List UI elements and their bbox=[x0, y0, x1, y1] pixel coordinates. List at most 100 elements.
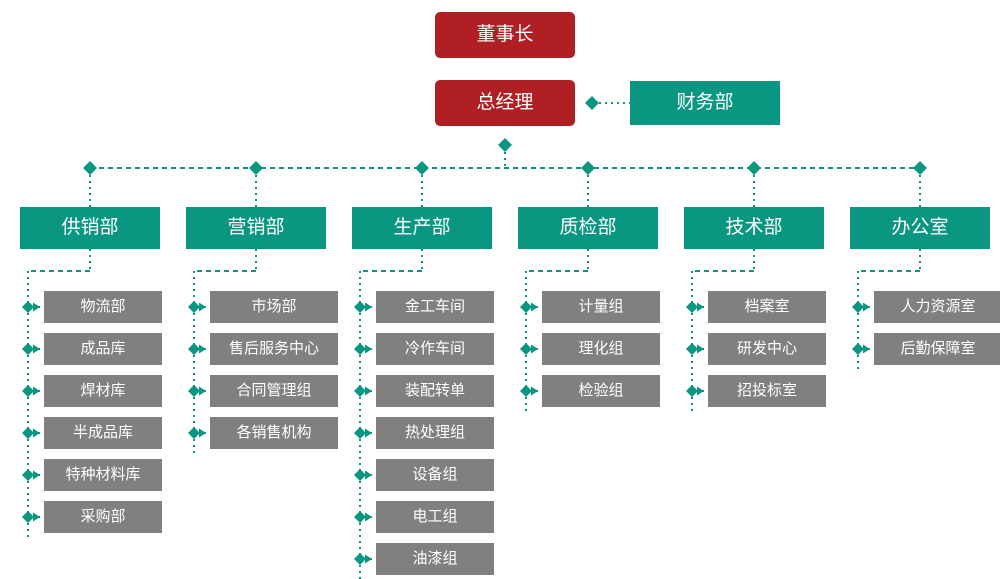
connector-node-unit-production-1 bbox=[354, 343, 366, 355]
connector-node-gm-bus bbox=[498, 138, 512, 152]
node-unit-production-6[interactable]: 油漆组 bbox=[376, 543, 494, 575]
node-label: 各销售机构 bbox=[236, 423, 312, 441]
node-label: 油漆组 bbox=[412, 549, 458, 567]
connector-arrowhead-marketing-3 bbox=[199, 428, 206, 438]
connector-arrowhead-supply-sales-5 bbox=[33, 512, 40, 522]
node-department-supply-sales[interactable]: 供销部 bbox=[20, 207, 160, 249]
node-unit-production-1[interactable]: 冷作车间 bbox=[376, 333, 494, 365]
node-label: 热处理组 bbox=[404, 423, 465, 441]
node-label: 物流部 bbox=[80, 297, 126, 315]
connector-node-unit-supply-sales-5 bbox=[22, 511, 34, 523]
node-unit-quality-inspection-0[interactable]: 计量组 bbox=[542, 291, 660, 323]
node-finance-department[interactable]: 财务部 bbox=[630, 81, 780, 125]
node-unit-marketing-0[interactable]: 市场部 bbox=[210, 291, 338, 323]
node-unit-marketing-1[interactable]: 售后服务中心 bbox=[210, 333, 338, 365]
connector-arrowhead-quality-inspection-0 bbox=[531, 302, 538, 312]
connector-arrowhead-supply-sales-4 bbox=[33, 470, 40, 480]
node-label: 理化组 bbox=[578, 339, 624, 357]
node-department-office[interactable]: 办公室 bbox=[850, 207, 990, 249]
node-unit-office-1[interactable]: 后勤保障室 bbox=[874, 333, 1000, 365]
connector-node-gm-finance bbox=[585, 96, 599, 110]
connector-node-unit-marketing-2 bbox=[188, 385, 200, 397]
node-unit-technology-2[interactable]: 招投标室 bbox=[708, 375, 826, 407]
node-unit-supply-sales-4[interactable]: 特种材料库 bbox=[44, 459, 162, 491]
node-unit-technology-0[interactable]: 档案室 bbox=[708, 291, 826, 323]
node-unit-marketing-2[interactable]: 合同管理组 bbox=[210, 375, 338, 407]
connector-node-unit-supply-sales-1 bbox=[22, 343, 34, 355]
node-unit-production-3[interactable]: 热处理组 bbox=[376, 417, 494, 449]
connector-arrowhead-supply-sales-3 bbox=[33, 428, 40, 438]
node-unit-production-5[interactable]: 电工组 bbox=[376, 501, 494, 533]
node-label: 金工车间 bbox=[404, 297, 465, 315]
node-unit-quality-inspection-2[interactable]: 检验组 bbox=[542, 375, 660, 407]
node-label: 研发中心 bbox=[736, 339, 797, 357]
connector-arrowhead-quality-inspection-2 bbox=[531, 386, 538, 396]
connector-node-dept-quality-inspection bbox=[581, 161, 595, 175]
node-department-quality-inspection[interactable]: 质检部 bbox=[518, 207, 658, 249]
node-label: 合同管理组 bbox=[236, 381, 312, 399]
node-unit-production-2[interactable]: 装配转单 bbox=[376, 375, 494, 407]
connector-node-dept-supply-sales bbox=[83, 161, 97, 175]
connector-arrowhead-technology-0 bbox=[697, 302, 704, 312]
node-label: 财务部 bbox=[676, 91, 734, 113]
node-unit-quality-inspection-1[interactable]: 理化组 bbox=[542, 333, 660, 365]
connector-arrowhead-technology-1 bbox=[697, 344, 704, 354]
node-chairman[interactable]: 董事长 bbox=[435, 12, 575, 58]
connector-node-unit-supply-sales-2 bbox=[22, 385, 34, 397]
node-label: 售后服务中心 bbox=[228, 339, 319, 357]
node-unit-office-0[interactable]: 人力资源室 bbox=[874, 291, 1000, 323]
node-label: 电工组 bbox=[412, 507, 458, 525]
node-label: 检验组 bbox=[578, 381, 624, 399]
node-department-technology[interactable]: 技术部 bbox=[684, 207, 824, 249]
node-label: 后勤保障室 bbox=[900, 339, 976, 357]
connector-arrowhead-production-0 bbox=[365, 302, 372, 312]
node-unit-marketing-3[interactable]: 各销售机构 bbox=[210, 417, 338, 449]
connector-arrowhead-technology-2 bbox=[697, 386, 704, 396]
node-unit-supply-sales-5[interactable]: 采购部 bbox=[44, 501, 162, 533]
node-label: 特种材料库 bbox=[65, 465, 141, 483]
node-label: 计量组 bbox=[578, 297, 624, 315]
connector-node-unit-technology-1 bbox=[686, 343, 698, 355]
connector-node-unit-marketing-1 bbox=[188, 343, 200, 355]
node-label: 市场部 bbox=[251, 297, 297, 315]
connector-node-unit-quality-inspection-1 bbox=[520, 343, 532, 355]
connector-arrowhead-office-0 bbox=[863, 302, 870, 312]
node-unit-production-0[interactable]: 金工车间 bbox=[376, 291, 494, 323]
node-label: 供销部 bbox=[61, 216, 119, 238]
node-label: 质检部 bbox=[559, 216, 617, 238]
connector-arrowhead-production-2 bbox=[365, 386, 372, 396]
node-unit-supply-sales-3[interactable]: 半成品库 bbox=[44, 417, 162, 449]
connector-arrowhead-production-5 bbox=[365, 512, 372, 522]
node-department-production[interactable]: 生产部 bbox=[352, 207, 492, 249]
node-label: 人力资源室 bbox=[900, 297, 976, 315]
connector-arrowhead-marketing-2 bbox=[199, 386, 206, 396]
node-label: 办公室 bbox=[891, 216, 949, 238]
node-unit-supply-sales-2[interactable]: 焊材库 bbox=[44, 375, 162, 407]
connector-node-unit-production-6 bbox=[354, 553, 366, 565]
node-unit-supply-sales-1[interactable]: 成品库 bbox=[44, 333, 162, 365]
node-unit-supply-sales-0[interactable]: 物流部 bbox=[44, 291, 162, 323]
connector-node-dept-production bbox=[415, 161, 429, 175]
node-department-marketing[interactable]: 营销部 bbox=[186, 207, 326, 249]
connector-arrowhead-marketing-0 bbox=[199, 302, 206, 312]
connector-arrowhead-production-3 bbox=[365, 428, 372, 438]
node-label: 招投标室 bbox=[736, 381, 797, 399]
node-unit-technology-1[interactable]: 研发中心 bbox=[708, 333, 826, 365]
connector-node-unit-supply-sales-0 bbox=[22, 301, 34, 313]
connector-arrowhead-office-1 bbox=[863, 344, 870, 354]
node-general-manager[interactable]: 总经理 bbox=[435, 80, 575, 126]
connector-arrowhead-supply-sales-2 bbox=[33, 386, 40, 396]
connector-node-unit-quality-inspection-2 bbox=[520, 385, 532, 397]
connector-arrowhead-production-6 bbox=[365, 554, 372, 564]
connector-arrowhead-marketing-1 bbox=[199, 344, 206, 354]
node-label: 成品库 bbox=[80, 339, 126, 357]
connector-arrowhead-supply-sales-0 bbox=[33, 302, 40, 312]
node-unit-production-4[interactable]: 设备组 bbox=[376, 459, 494, 491]
node-label: 总经理 bbox=[476, 91, 534, 113]
node-label: 设备组 bbox=[412, 465, 458, 483]
connector-arrowhead-production-4 bbox=[365, 470, 372, 480]
connector-node-unit-office-0 bbox=[852, 301, 864, 313]
connector-node-unit-supply-sales-3 bbox=[22, 427, 34, 439]
connector-node-unit-supply-sales-4 bbox=[22, 469, 34, 481]
